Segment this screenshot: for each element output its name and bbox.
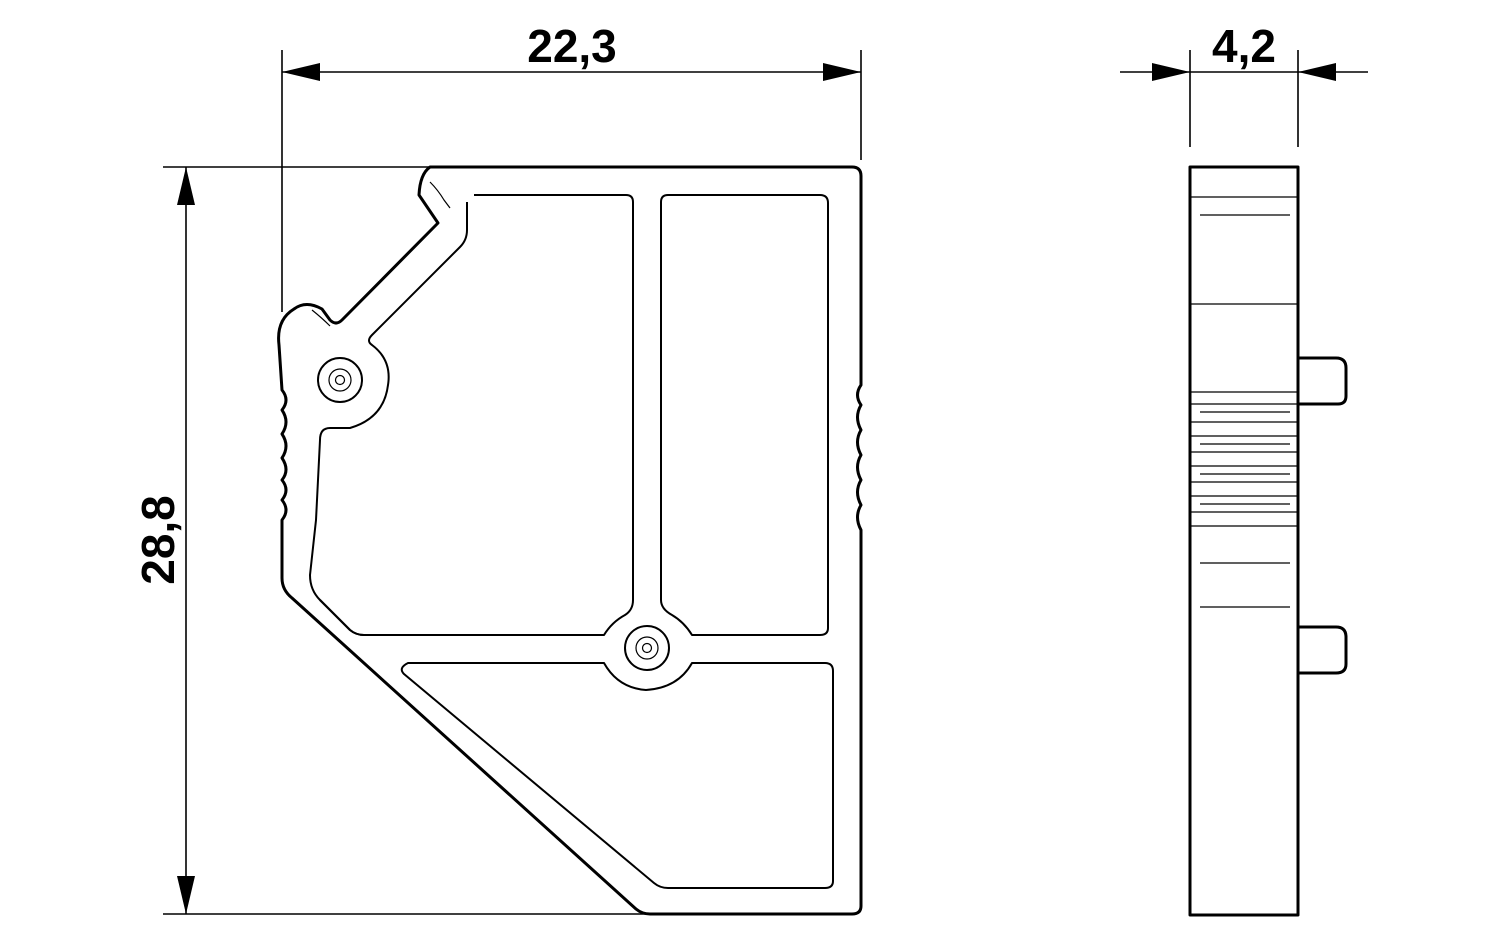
arrow-head	[177, 167, 195, 205]
side-view-tab-upper	[1296, 356, 1348, 406]
window-lower	[400, 662, 834, 889]
dimension-thickness: 4,2	[1120, 20, 1368, 147]
arrow-head	[177, 876, 195, 914]
arrow-head	[823, 63, 861, 81]
arrow-head	[1152, 63, 1190, 81]
arrow-head	[282, 63, 320, 81]
front-view	[277, 165, 863, 916]
dimension-thickness-label: 4,2	[1212, 20, 1276, 72]
dimension-width: 22,3	[281, 20, 862, 312]
arrow-head	[1298, 63, 1336, 81]
dimension-height: 28,8	[132, 166, 648, 915]
dimension-height-label: 28,8	[132, 495, 184, 585]
boss-hole-upper	[317, 357, 363, 403]
inner-rib-left	[309, 202, 468, 636]
side-view	[1188, 165, 1348, 917]
notch-detail	[429, 181, 451, 209]
side-view-body	[1188, 165, 1300, 917]
side-view-lines	[1190, 196, 1298, 608]
notch-detail-lower	[311, 309, 331, 327]
front-view-outline	[277, 165, 863, 916]
window-upper-right	[660, 194, 829, 636]
window-upper-left	[319, 194, 634, 636]
dimension-width-label: 22,3	[527, 20, 617, 72]
boss-hole-lower	[624, 625, 670, 671]
side-view-tab-lower	[1296, 625, 1348, 675]
